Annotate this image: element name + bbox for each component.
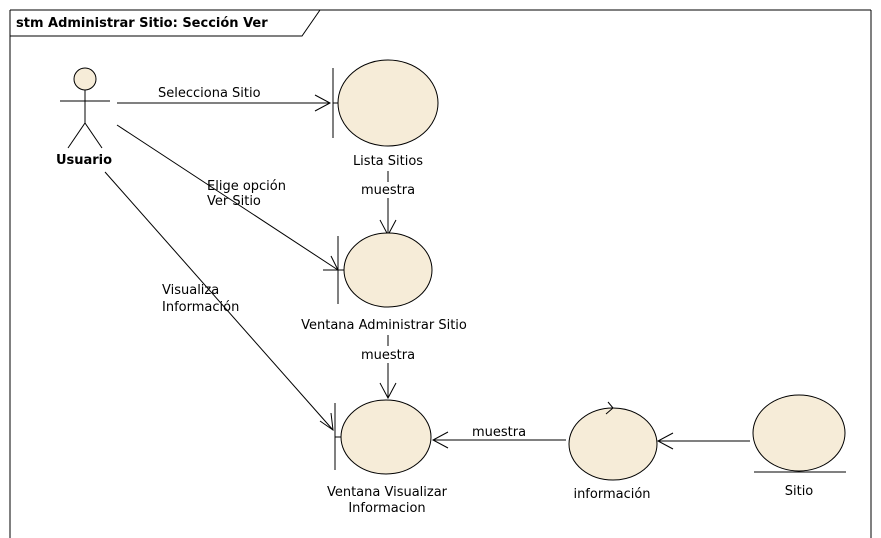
edge-elige-opcion: Elige opción Ver Sitio (116, 124, 339, 271)
node-label-line1: Ventana Visualizar (327, 485, 448, 500)
node-label: Sitio (785, 484, 814, 499)
edge-label-elige-1: Elige opción (207, 179, 286, 194)
edge-visualiza-informacion: Visualiza Información (104, 171, 334, 432)
edge-label-visualiza-2: Información (162, 300, 239, 315)
edge-label-selecciona: Selecciona Sitio (158, 86, 261, 101)
control-icon (568, 401, 658, 481)
edge-label-visualiza-1: Visualiza (162, 283, 219, 298)
frame-title: stm Administrar Sitio: Sección Ver (16, 16, 268, 31)
node-label-line2: Informacion (348, 501, 425, 516)
node-informacion[interactable]: información (568, 401, 658, 502)
actor-label: Usuario (56, 153, 112, 168)
edge-muestra-3: muestra (431, 425, 566, 449)
edge-muestra-1: muestra (361, 171, 415, 237)
edge-muestra-2: muestra (361, 335, 415, 400)
edge-label-muestra-2: muestra (361, 348, 415, 363)
node-ventana-visualizar-informacion[interactable]: Ventana Visualizar Informacion (327, 399, 448, 516)
boundary-icon (332, 59, 439, 147)
edge-label-muestra-1: muestra (361, 183, 415, 198)
node-lista-sitios[interactable]: Lista Sitios (332, 59, 439, 169)
edge-sitio-informacion (656, 432, 750, 450)
boundary-icon (337, 232, 433, 308)
node-label: información (573, 487, 650, 502)
actor-icon (60, 67, 110, 149)
node-sitio[interactable]: Sitio (752, 394, 846, 499)
node-label: Lista Sitios (353, 154, 423, 169)
boundary-icon (334, 399, 432, 475)
diagram-frame: stm Administrar Sitio: Sección Ver (9, 9, 872, 538)
node-ventana-administrar-sitio[interactable]: Ventana Administrar Sitio (301, 232, 467, 333)
edge-label-elige-2: Ver Sitio (207, 194, 261, 209)
actor-usuario[interactable]: Usuario (56, 67, 112, 168)
entity-icon (752, 394, 846, 473)
edge-selecciona-sitio: Selecciona Sitio (117, 86, 332, 112)
edge-label-muestra-3: muestra (472, 425, 526, 440)
node-label: Ventana Administrar Sitio (301, 318, 467, 333)
